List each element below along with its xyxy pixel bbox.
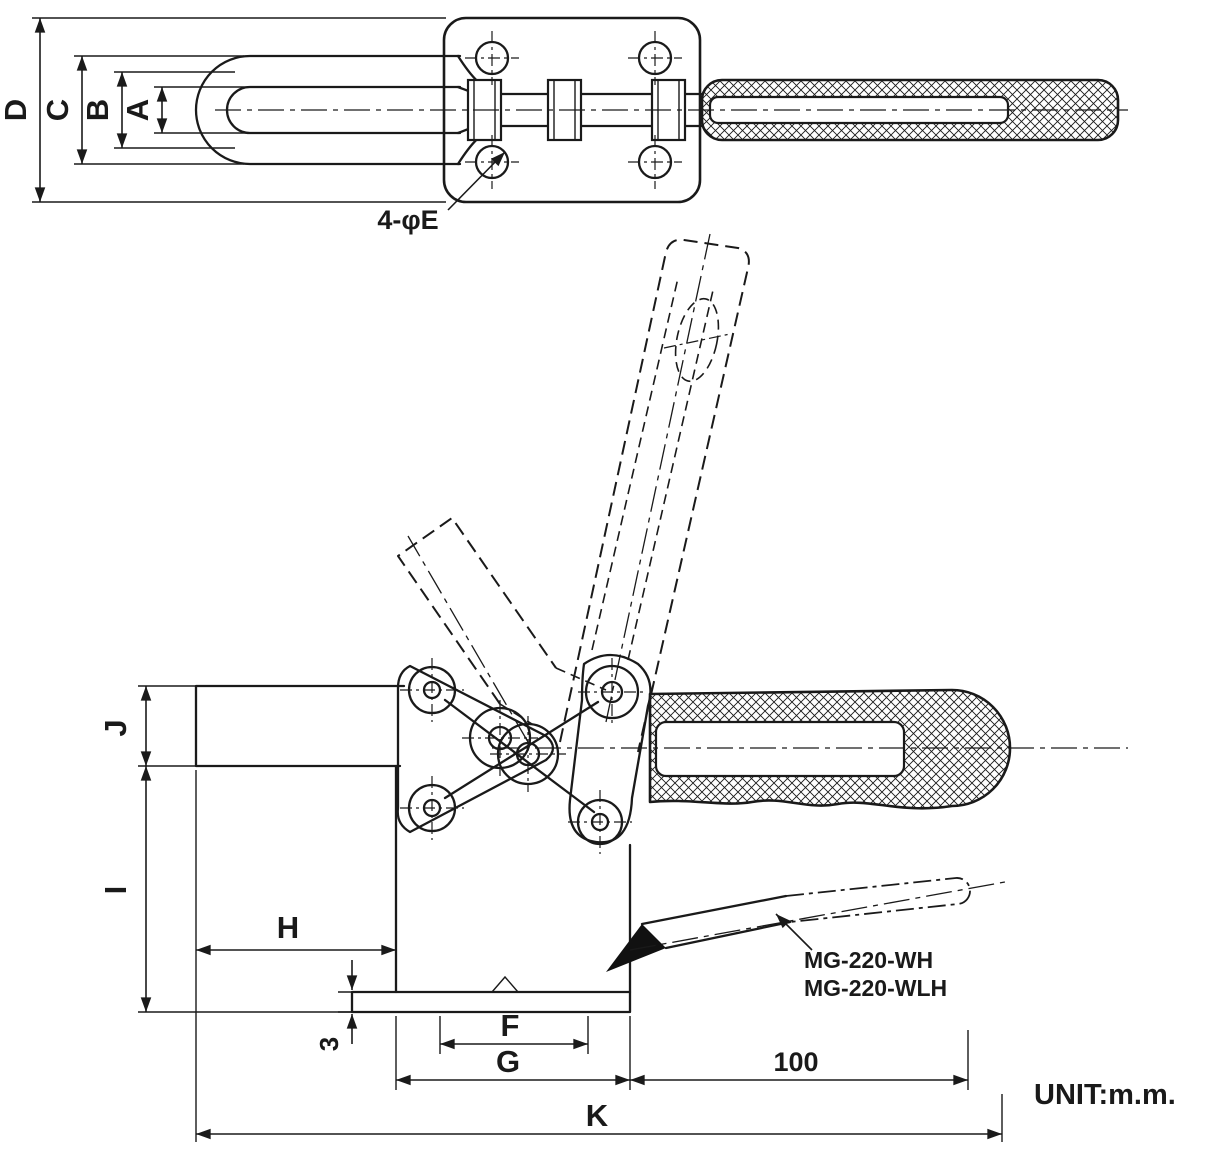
dim-label-100: 100 [773, 1047, 818, 1077]
phantom-handle-centerline [605, 233, 711, 723]
dim-label-f: F [501, 1008, 520, 1043]
model-label-2: MG-220-WLH [804, 975, 947, 1001]
dim-label-g: G [496, 1044, 520, 1079]
weld-mark [491, 975, 519, 993]
handle-grip-side [648, 688, 1012, 810]
model-callout: MG-220-WH MG-220-WLH [775, 913, 947, 1001]
toggle-linkage [396, 653, 652, 854]
hole-callout-leader [447, 151, 506, 211]
dim-label-k: K [586, 1098, 609, 1133]
dim-label-a: A [120, 99, 155, 121]
hold-down-rod [606, 877, 1006, 972]
side-view: MG-220-WH MG-220-WLH J I H 3 [98, 233, 1176, 1142]
rod-tip [606, 924, 666, 972]
mounting-bracket [350, 764, 632, 1014]
hole-callout: 4-φE [377, 151, 506, 235]
model-leader [775, 913, 813, 951]
dim-label-i: I [98, 886, 133, 895]
dim-label-c: C [40, 99, 75, 121]
dim-label-d: D [0, 99, 33, 121]
dim-label-3: 3 [314, 1037, 344, 1051]
dim-label-b: B [80, 99, 115, 121]
side-view-dimensions: J I H 3 F G 100 K [98, 685, 1003, 1142]
hole-callout-label: 4-φE [377, 205, 438, 235]
dim-label-j: J [98, 719, 133, 736]
top-view: D C B A 4-φE [0, 16, 1128, 235]
dim-label-h: H [277, 910, 299, 945]
phantom-open-handle [559, 233, 750, 753]
unit-note: UNIT:m.m. [1034, 1079, 1176, 1111]
clamp-arm [194, 684, 406, 768]
top-view-dimensions: D C B A [0, 17, 446, 203]
model-label-1: MG-220-WH [804, 947, 933, 973]
